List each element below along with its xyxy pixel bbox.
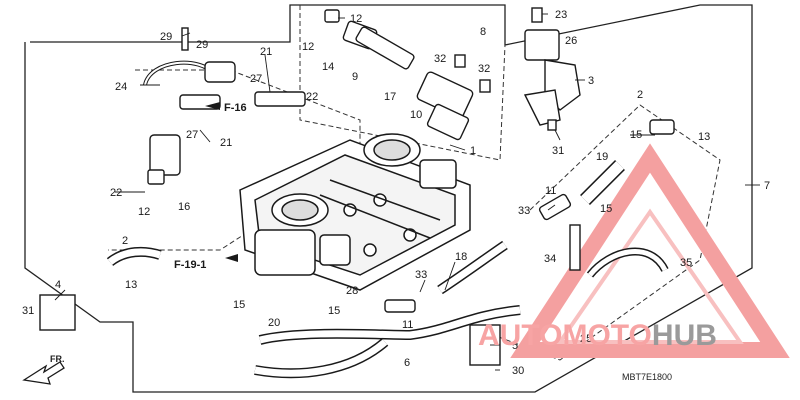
watermark-text-red: AUTOMOTO	[478, 319, 652, 352]
callout-31-left: 31	[22, 305, 34, 317]
callout-25: 25	[580, 333, 592, 345]
callout-11-right: 11	[545, 185, 556, 197]
callout-15-right: 15	[630, 129, 642, 141]
watermark-text-grey: HUB	[652, 319, 717, 352]
callout-34: 34	[544, 253, 556, 265]
callout-7: 7	[764, 180, 770, 192]
callout-12-left: 12	[138, 206, 150, 218]
drawing-code: MBT7E1800	[622, 372, 672, 382]
ref-f16: F-16	[224, 102, 247, 114]
callout-27-top: 27	[250, 73, 262, 85]
callout-15-left: 15	[233, 299, 245, 311]
ref-f191-arrow	[225, 254, 238, 262]
callout-13-left: 13	[125, 279, 137, 291]
callout-13-right: 13	[698, 131, 710, 143]
callout-10: 10	[410, 109, 422, 121]
sensor-bracket	[523, 7, 581, 131]
callout-31-right: 31	[552, 145, 564, 157]
callout-9: 9	[352, 71, 358, 83]
callout-12-top: 12	[350, 13, 362, 25]
callout-2-left: 2	[122, 235, 128, 247]
assembly-boundary	[24, 4, 753, 393]
callout-33-right: 33	[518, 205, 530, 217]
throttle-body	[239, 133, 471, 291]
callout-14: 14	[322, 61, 334, 73]
watermark-triangle	[510, 143, 790, 358]
callout-29-right: 29	[196, 39, 208, 51]
callout-8: 8	[480, 26, 486, 38]
front-direction-label: FR.	[50, 354, 65, 364]
callout-29-left: 29	[160, 31, 172, 43]
injector-assembly	[324, 9, 491, 141]
callout-32-right: 32	[478, 63, 490, 75]
callout-19: 19	[596, 151, 608, 163]
leader-lines	[54, 13, 760, 371]
callout-21-bottom: 21	[220, 137, 232, 149]
callout-22-left: 22	[110, 187, 122, 199]
ref-f191: F-19-1	[174, 259, 206, 271]
callout-26: 26	[565, 35, 577, 47]
callout-4: 4	[55, 279, 61, 291]
callout-32-left: 32	[434, 53, 446, 65]
callout-33-mid: 33	[415, 269, 427, 281]
callout-12-mid: 12	[302, 41, 314, 53]
callout-21-top: 21	[260, 46, 272, 58]
callout-2-right: 2	[637, 89, 643, 101]
callout-11-bottom: 11	[402, 319, 413, 331]
callout-5: 5	[512, 340, 518, 352]
callout-15-bottom: 15	[328, 305, 340, 317]
front-direction-arrow: FR.	[22, 354, 65, 385]
callout-24: 24	[115, 81, 127, 93]
callout-20: 20	[268, 317, 280, 329]
inner-dashed-group	[108, 69, 361, 251]
callout-18: 18	[455, 251, 467, 263]
watermark-text: AUTOMOTOHUB	[478, 319, 717, 352]
callout-35: 35	[680, 257, 692, 269]
callout-22-top: 22	[306, 91, 318, 103]
callout-17: 17	[384, 91, 396, 103]
callout-28: 28	[346, 285, 358, 297]
callout-6: 6	[404, 357, 410, 369]
callout-23: 23	[555, 9, 567, 21]
fuel-rail-left	[143, 27, 306, 185]
callout-1: 1	[470, 145, 476, 157]
ref-f16-arrow	[205, 102, 220, 110]
callout-16: 16	[178, 201, 190, 213]
callout-3: 3	[588, 75, 594, 87]
callout-30: 30	[512, 365, 524, 377]
callout-27-bottom: 27	[186, 129, 198, 141]
callout-15-mid: 15	[600, 203, 612, 215]
